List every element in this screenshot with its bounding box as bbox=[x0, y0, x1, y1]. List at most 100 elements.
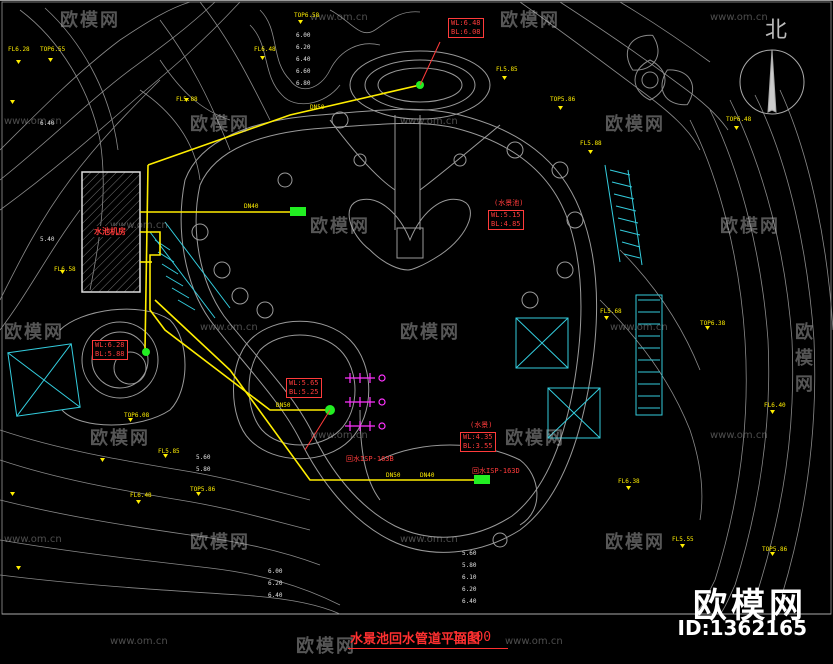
pipe-ends bbox=[142, 81, 490, 484]
plaza-paths bbox=[180, 108, 598, 553]
spot-tag: FL6.40 bbox=[764, 402, 786, 409]
elevation-label: 6.40 bbox=[462, 598, 477, 605]
pipe-size-label: DN40 bbox=[244, 203, 259, 210]
drawing-scale: 1:100 bbox=[452, 630, 492, 645]
frame-top-border bbox=[0, 0, 833, 1]
drawing-frame bbox=[1, 1, 832, 615]
return-pipes bbox=[140, 84, 475, 481]
pipe-size-label: DN50 bbox=[386, 472, 401, 479]
spot-tag: TOP6.48 bbox=[726, 116, 752, 123]
lake-label-2: (水景) bbox=[470, 421, 493, 429]
watermark-brand: 欧模网 bbox=[60, 10, 120, 31]
pipe-label-2: 回水ISP-163D bbox=[472, 467, 520, 475]
pipe-label-1: 回水ISP-163B bbox=[346, 455, 394, 463]
watermark-url: www.om.cn bbox=[110, 220, 168, 231]
watermark-url: www.om.cn bbox=[110, 636, 168, 647]
watermark-url: www.om.cn bbox=[200, 322, 258, 333]
pipe-size-label: DN40 bbox=[420, 472, 435, 479]
spot-tag: FL6.28 bbox=[8, 46, 30, 53]
elevation-label: 6.60 bbox=[296, 68, 311, 75]
pipe-size-label: DN50 bbox=[310, 104, 325, 111]
spot-tag: FL5.88 bbox=[176, 96, 198, 103]
cyan-steps bbox=[7, 164, 663, 439]
pump-room-label: 水池机房 bbox=[94, 226, 126, 237]
elevation-label: 5.60 bbox=[462, 550, 477, 557]
brand-logo: 欧模网 bbox=[693, 586, 807, 626]
spot-tag: FL5.68 bbox=[600, 308, 622, 315]
left-pool bbox=[59, 308, 186, 426]
watermark-url: www.om.cn bbox=[310, 12, 368, 23]
watermark-url: www.om.cn bbox=[400, 116, 458, 127]
elevation-label: 6.20 bbox=[268, 580, 283, 587]
spot-markers bbox=[10, 20, 775, 570]
elevation-label: 5.60 bbox=[196, 454, 211, 461]
contours-right bbox=[519, 1, 833, 615]
watermark-url: www.om.cn bbox=[4, 116, 62, 127]
elevation-label: 6.40 bbox=[296, 56, 311, 63]
watermark-url: www.om.cn bbox=[710, 430, 768, 441]
drawing-title: 水景池回水管道平面图 bbox=[350, 632, 481, 647]
spot-tag: FL5.55 bbox=[672, 536, 694, 543]
elevation-label: 5.80 bbox=[196, 466, 211, 473]
watermark-brand: 欧模网 bbox=[605, 532, 665, 553]
elevation-label: 6.00 bbox=[268, 568, 283, 575]
elevation-label: 5.40 bbox=[40, 236, 55, 243]
elevation-label: 6.40 bbox=[268, 592, 283, 599]
watermark-brand: 欧模网 bbox=[500, 10, 560, 31]
spot-tag: TOP6.38 bbox=[700, 320, 726, 327]
elevation-label: 6.80 bbox=[296, 80, 311, 87]
model-id: ID:1362165 bbox=[677, 616, 807, 640]
stepping-stones bbox=[191, 111, 584, 548]
spot-tag: FL6.48 bbox=[254, 46, 276, 53]
top-oval bbox=[349, 50, 491, 120]
contours-top bbox=[139, 9, 421, 181]
contours-left bbox=[0, 1, 341, 615]
watermark-brand: 欧模网 bbox=[90, 428, 150, 449]
watermark-url: www.om.cn bbox=[610, 322, 668, 333]
watermark-url: www.om.cn bbox=[4, 534, 62, 545]
spot-tag: FL6.58 bbox=[54, 266, 76, 273]
north-label: 北 bbox=[765, 18, 788, 43]
watermark-brand: 欧模网 bbox=[296, 636, 356, 657]
spot-tag: FL5.85 bbox=[496, 66, 518, 73]
lake-label: (水景池) bbox=[494, 199, 524, 207]
spot-tag: TOP6.08 bbox=[124, 412, 150, 419]
elevation-label: 6.40 bbox=[40, 120, 55, 127]
watermark-url: www.om.cn bbox=[710, 12, 768, 23]
watermark-brand: 欧模网 bbox=[505, 428, 565, 449]
spot-tag: FL5.85 bbox=[158, 448, 180, 455]
spot-tag: TOP5.86 bbox=[762, 546, 788, 553]
spot-tag: FL6.48 bbox=[130, 492, 152, 499]
elevation-label: 6.00 bbox=[296, 32, 311, 39]
pipe-size-label: DN50 bbox=[276, 402, 291, 409]
elevation-label: 5.80 bbox=[462, 562, 477, 569]
spot-tag: FL6.38 bbox=[618, 478, 640, 485]
north-arrow bbox=[739, 49, 805, 115]
watermark-brand: 欧模网 bbox=[605, 114, 665, 135]
nozzles bbox=[345, 373, 386, 431]
watermark-brand: 欧模网 bbox=[795, 322, 815, 395]
flower-decoration bbox=[626, 34, 694, 106]
title-underline bbox=[348, 648, 508, 649]
elevation-label: 6.20 bbox=[296, 44, 311, 51]
spot-tag: TOP5.86 bbox=[190, 486, 216, 493]
elevation-label: 6.10 bbox=[462, 574, 477, 581]
watermark-brand: 欧模网 bbox=[190, 114, 250, 135]
spot-tag: TOP6.55 bbox=[40, 46, 66, 53]
watermark-brand: 欧模网 bbox=[400, 322, 460, 343]
spot-tag: TOP5.86 bbox=[550, 96, 576, 103]
leaders bbox=[304, 41, 441, 451]
watermark-url: www.om.cn bbox=[400, 534, 458, 545]
watermark-brand: 欧模网 bbox=[310, 216, 370, 237]
watermark-url: www.om.cn bbox=[505, 636, 563, 647]
watermark-brand: 欧模网 bbox=[720, 216, 780, 237]
spot-tag: TOP6.58 bbox=[294, 12, 320, 19]
watermark-brand: 欧模网 bbox=[4, 322, 64, 343]
elevation-label: 6.20 bbox=[462, 586, 477, 593]
